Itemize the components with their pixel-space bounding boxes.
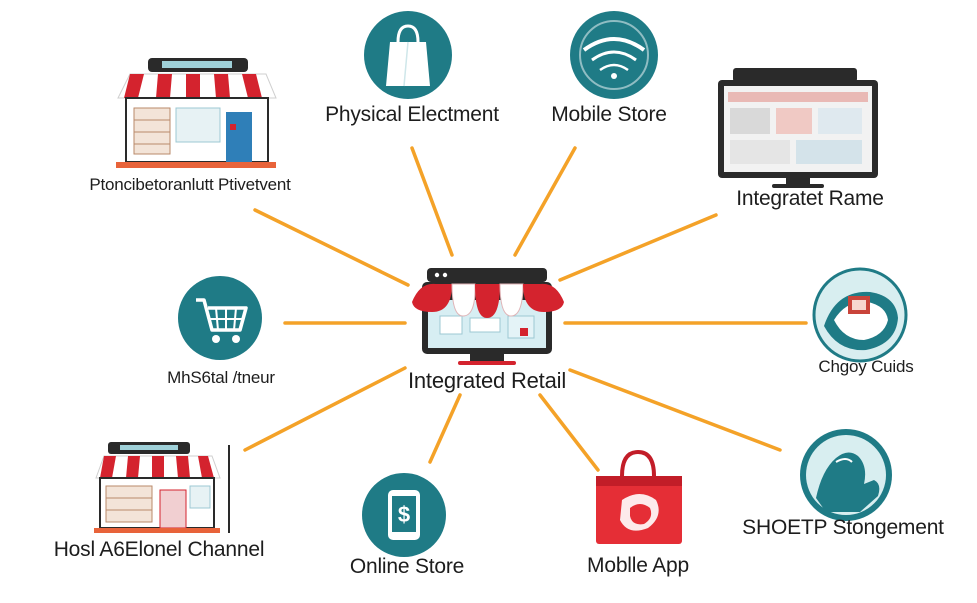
smartphone-dollar-icon: $ bbox=[362, 473, 446, 557]
connector-online-store bbox=[428, 393, 462, 464]
node-label-mobile-store: Mobile Store bbox=[551, 103, 667, 126]
connector-mobile-store bbox=[513, 146, 577, 257]
connector-integratet-rame bbox=[558, 213, 718, 282]
node-label-mhs-tneur: MhS6tal /tneur bbox=[167, 368, 275, 387]
shopping-bag-icon bbox=[364, 11, 452, 99]
node-label-integratet-rame: Integratet Rame bbox=[736, 187, 884, 210]
wifi-signal-icon bbox=[570, 11, 658, 99]
node-label-chgoy-cuids: Chgoy Cuids bbox=[818, 357, 914, 376]
red-shopping-bag-icon bbox=[596, 449, 682, 544]
connector-ptoncibe bbox=[253, 208, 410, 287]
center-hub-icon bbox=[412, 268, 564, 365]
connector-hosl-channel bbox=[243, 366, 407, 452]
shopping-cart-icon bbox=[178, 276, 262, 360]
hand-device-icon bbox=[812, 267, 908, 363]
node-label-mobile-app: Moblle App bbox=[587, 554, 689, 577]
center-label: Integrated Retail bbox=[407, 368, 567, 393]
monitor-dashboard-icon bbox=[718, 68, 878, 188]
node-label-ptoncibe: Ptoncibetoranlutt Ptivetvent bbox=[89, 175, 291, 194]
node-label-online-store: Online Store bbox=[349, 555, 465, 578]
connector-shoetp-stongement bbox=[568, 368, 782, 452]
connector-mobile-app bbox=[538, 393, 600, 472]
hand-touch-icon bbox=[800, 429, 892, 521]
storefront-icon-small bbox=[94, 442, 230, 533]
node-label-shoetp-stongement: SHOETP Stongement bbox=[742, 516, 944, 539]
node-label-hosl-channel: Hosl A6Elonel Channel bbox=[53, 538, 265, 561]
storefront-icon bbox=[116, 58, 277, 168]
node-label-physical-electment: Physical Electment bbox=[325, 103, 499, 126]
svg-text:$: $ bbox=[398, 502, 410, 527]
connector-physical-electment bbox=[410, 146, 454, 257]
connectors bbox=[243, 146, 808, 472]
